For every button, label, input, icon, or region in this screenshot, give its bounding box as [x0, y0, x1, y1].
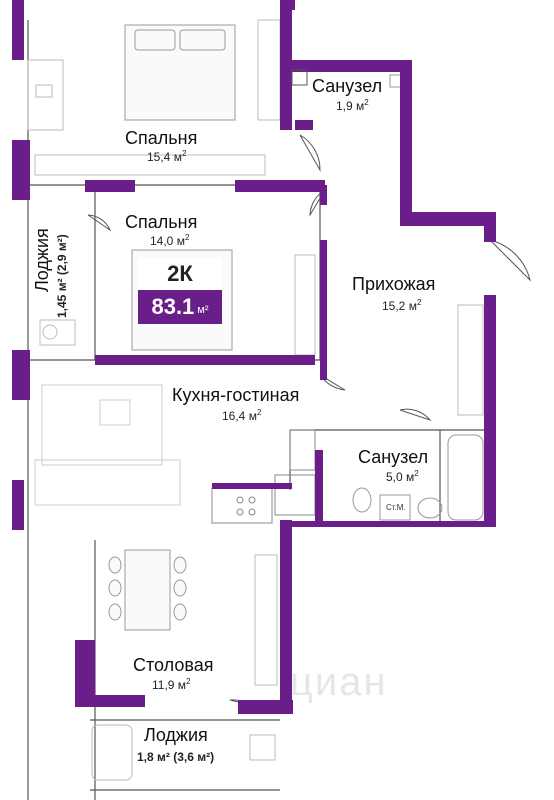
room-name-bath1: Санузел — [312, 76, 383, 96]
sofa-icon — [34, 384, 181, 506]
room-name-kitchen: Кухня-гостиная — [172, 385, 300, 405]
desk-icon — [39, 319, 76, 346]
washing-machine-label: Ст.М. — [386, 503, 406, 512]
room-area-bath2: 5,0 м2 — [386, 469, 419, 484]
room-name-loggia2: Лоджия — [144, 725, 208, 745]
room-area-hall: 15,2 м2 — [382, 298, 422, 313]
room-name-hall: Прихожая — [352, 274, 436, 294]
room-name-dining: Столовая — [133, 655, 214, 675]
walls — [12, 0, 496, 714]
loggia-furniture-icon — [91, 724, 276, 781]
dining-table-icon — [108, 549, 187, 631]
desk-icon — [27, 59, 64, 131]
room-area-bedroom2: 14,0 м2 — [150, 233, 190, 248]
room-name-bath2: Санузел — [358, 447, 429, 467]
room-area-kitchen: 16,4 м2 — [222, 408, 262, 423]
room-name-bedroom2: Спальня — [125, 212, 198, 232]
room-area-bedroom1: 15,4 м2 — [147, 149, 187, 164]
watermark-text: циан — [290, 660, 388, 704]
room-area-loggia1: 1,45 м² (2,9 м²) — [55, 234, 69, 318]
bath1-door — [291, 69, 308, 86]
apartment-type-label: 2К — [138, 258, 222, 290]
bed-icon — [124, 24, 236, 121]
room-area-loggia2: 1,8 м² (3,6 м²) — [137, 750, 215, 764]
room-name-bedroom1: Спальня — [125, 128, 198, 148]
kitchen-counter-icon — [211, 429, 316, 524]
room-name-loggia1: Лоджия — [32, 228, 52, 292]
room-area-bath1: 1,9 м2 — [336, 98, 369, 113]
room-area-dining: 11,9 м2 — [152, 677, 191, 692]
wardrobe-icon — [34, 19, 484, 686]
bathroom-fixtures-icon — [352, 434, 484, 521]
